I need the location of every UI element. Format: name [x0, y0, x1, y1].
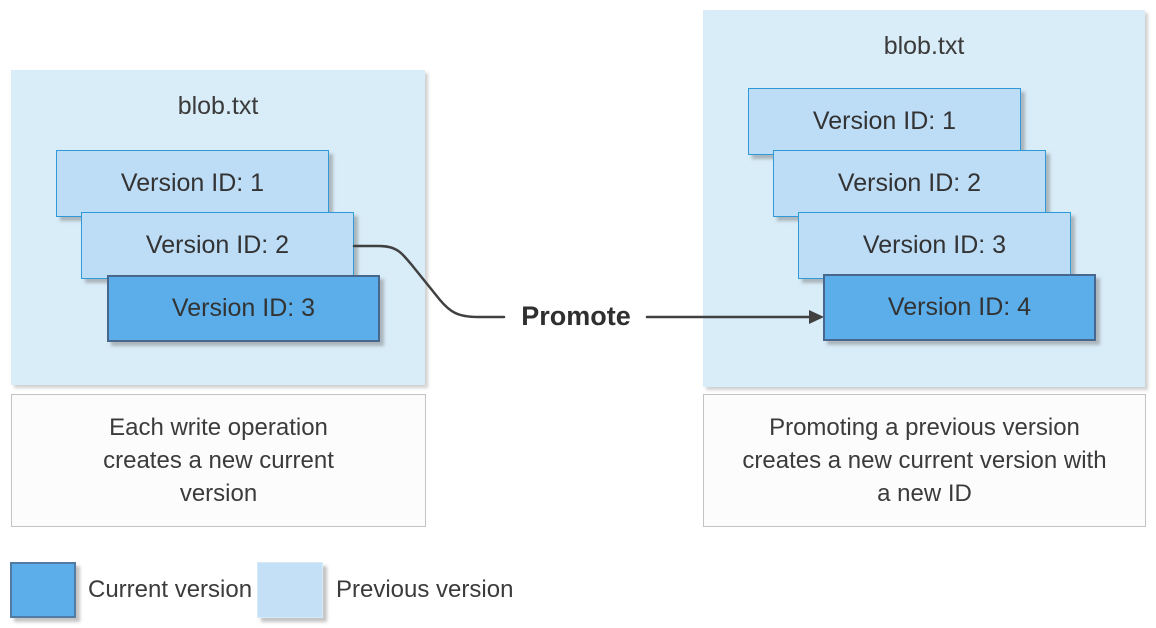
version-label: Version ID: 3 — [862, 231, 1007, 259]
right-version-box-1: Version ID: 1 — [748, 88, 1021, 155]
right-caption-box: Promoting a previous version creates a n… — [703, 394, 1146, 527]
right-version-box-2: Version ID: 2 — [773, 150, 1046, 217]
version-label: Version ID: 1 — [120, 169, 265, 197]
left-version-box-2: Version ID: 2 — [81, 212, 354, 279]
version-label: Version ID: 2 — [145, 231, 290, 259]
version-label: Version ID: 3 — [171, 294, 316, 322]
previous-version-swatch — [257, 562, 323, 618]
left-version-box-1: Version ID: 1 — [56, 150, 329, 217]
version-label: Version ID: 1 — [812, 107, 957, 135]
left-version-box-3-current: Version ID: 3 — [107, 275, 380, 342]
current-version-swatch — [10, 562, 76, 618]
right-version-box-3: Version ID: 3 — [798, 212, 1071, 279]
previous-version-legend-label: Previous version — [336, 576, 514, 603]
promote-label: Promote — [521, 301, 631, 331]
right-blob-title: blob.txt — [883, 32, 965, 60]
current-version-legend-label: Current version — [88, 576, 253, 603]
right-caption-text: Promoting a previous version creates a n… — [742, 414, 1107, 507]
left-blob-title: blob.txt — [177, 92, 259, 120]
version-label: Version ID: 2 — [837, 169, 982, 197]
version-label: Version ID: 4 — [887, 293, 1032, 321]
right-version-box-4-current: Version ID: 4 — [823, 274, 1096, 341]
left-caption-text: Each write operation creates a new curre… — [103, 414, 334, 507]
left-caption-box: Each write operation creates a new curre… — [11, 394, 426, 527]
